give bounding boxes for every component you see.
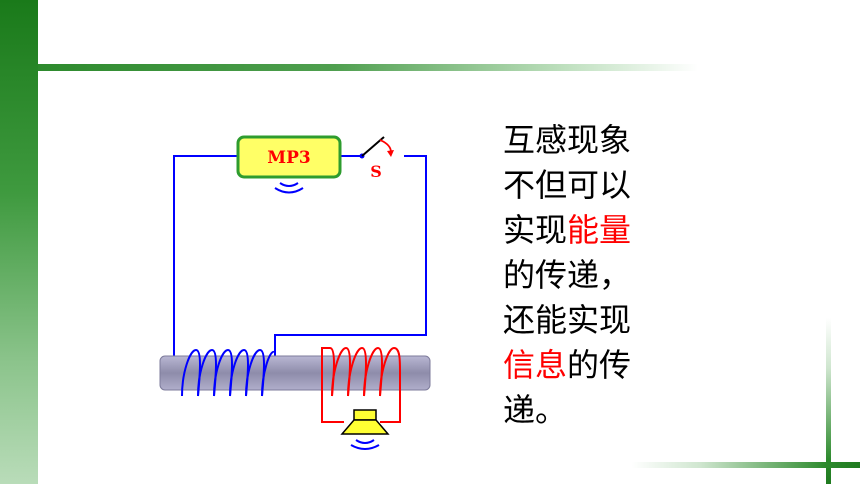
switch-s: S xyxy=(359,136,394,181)
primary-coil xyxy=(181,349,275,397)
text-line: 互感现象 xyxy=(503,118,653,163)
title-underline xyxy=(38,64,698,71)
text-line: 不但可以 xyxy=(503,163,653,208)
description-text: 互感现象不但可以实现能量的传递，还能实现信息的传递。 xyxy=(503,118,653,433)
corner-decor-vertical xyxy=(826,318,831,484)
secondary-coil xyxy=(321,347,401,423)
text-line: 信息的传 xyxy=(503,343,653,388)
mp3-label: MP3 xyxy=(267,148,310,168)
text-segment: 的传 xyxy=(567,346,632,384)
primary-circuit-wires xyxy=(173,155,427,358)
text-segment: 实现 xyxy=(503,211,568,249)
text-segment: 递。 xyxy=(503,391,568,429)
corner-decor-horizontal xyxy=(632,462,860,468)
text-segment: 的传递， xyxy=(503,256,632,294)
text-line: 实现能量 xyxy=(503,208,653,253)
highlighted-term: 信息 xyxy=(503,346,568,384)
left-decor-bar xyxy=(0,0,38,484)
mp3-sound-waves-icon xyxy=(274,182,304,194)
highlighted-term: 能量 xyxy=(567,211,632,249)
text-segment: 不但可以 xyxy=(503,166,632,204)
text-segment: 互感现象 xyxy=(503,121,632,159)
text-line: 递。 xyxy=(503,388,653,433)
loudspeaker-icon xyxy=(340,409,390,450)
text-segment: 还能实现 xyxy=(503,301,632,339)
text-line: 还能实现 xyxy=(503,298,653,343)
switch-label: S xyxy=(370,162,382,181)
text-line: 的传递， xyxy=(503,253,653,298)
iron-core xyxy=(159,355,431,391)
speaker-sound-waves-icon xyxy=(350,439,380,450)
mp3-player: MP3 xyxy=(236,135,342,194)
